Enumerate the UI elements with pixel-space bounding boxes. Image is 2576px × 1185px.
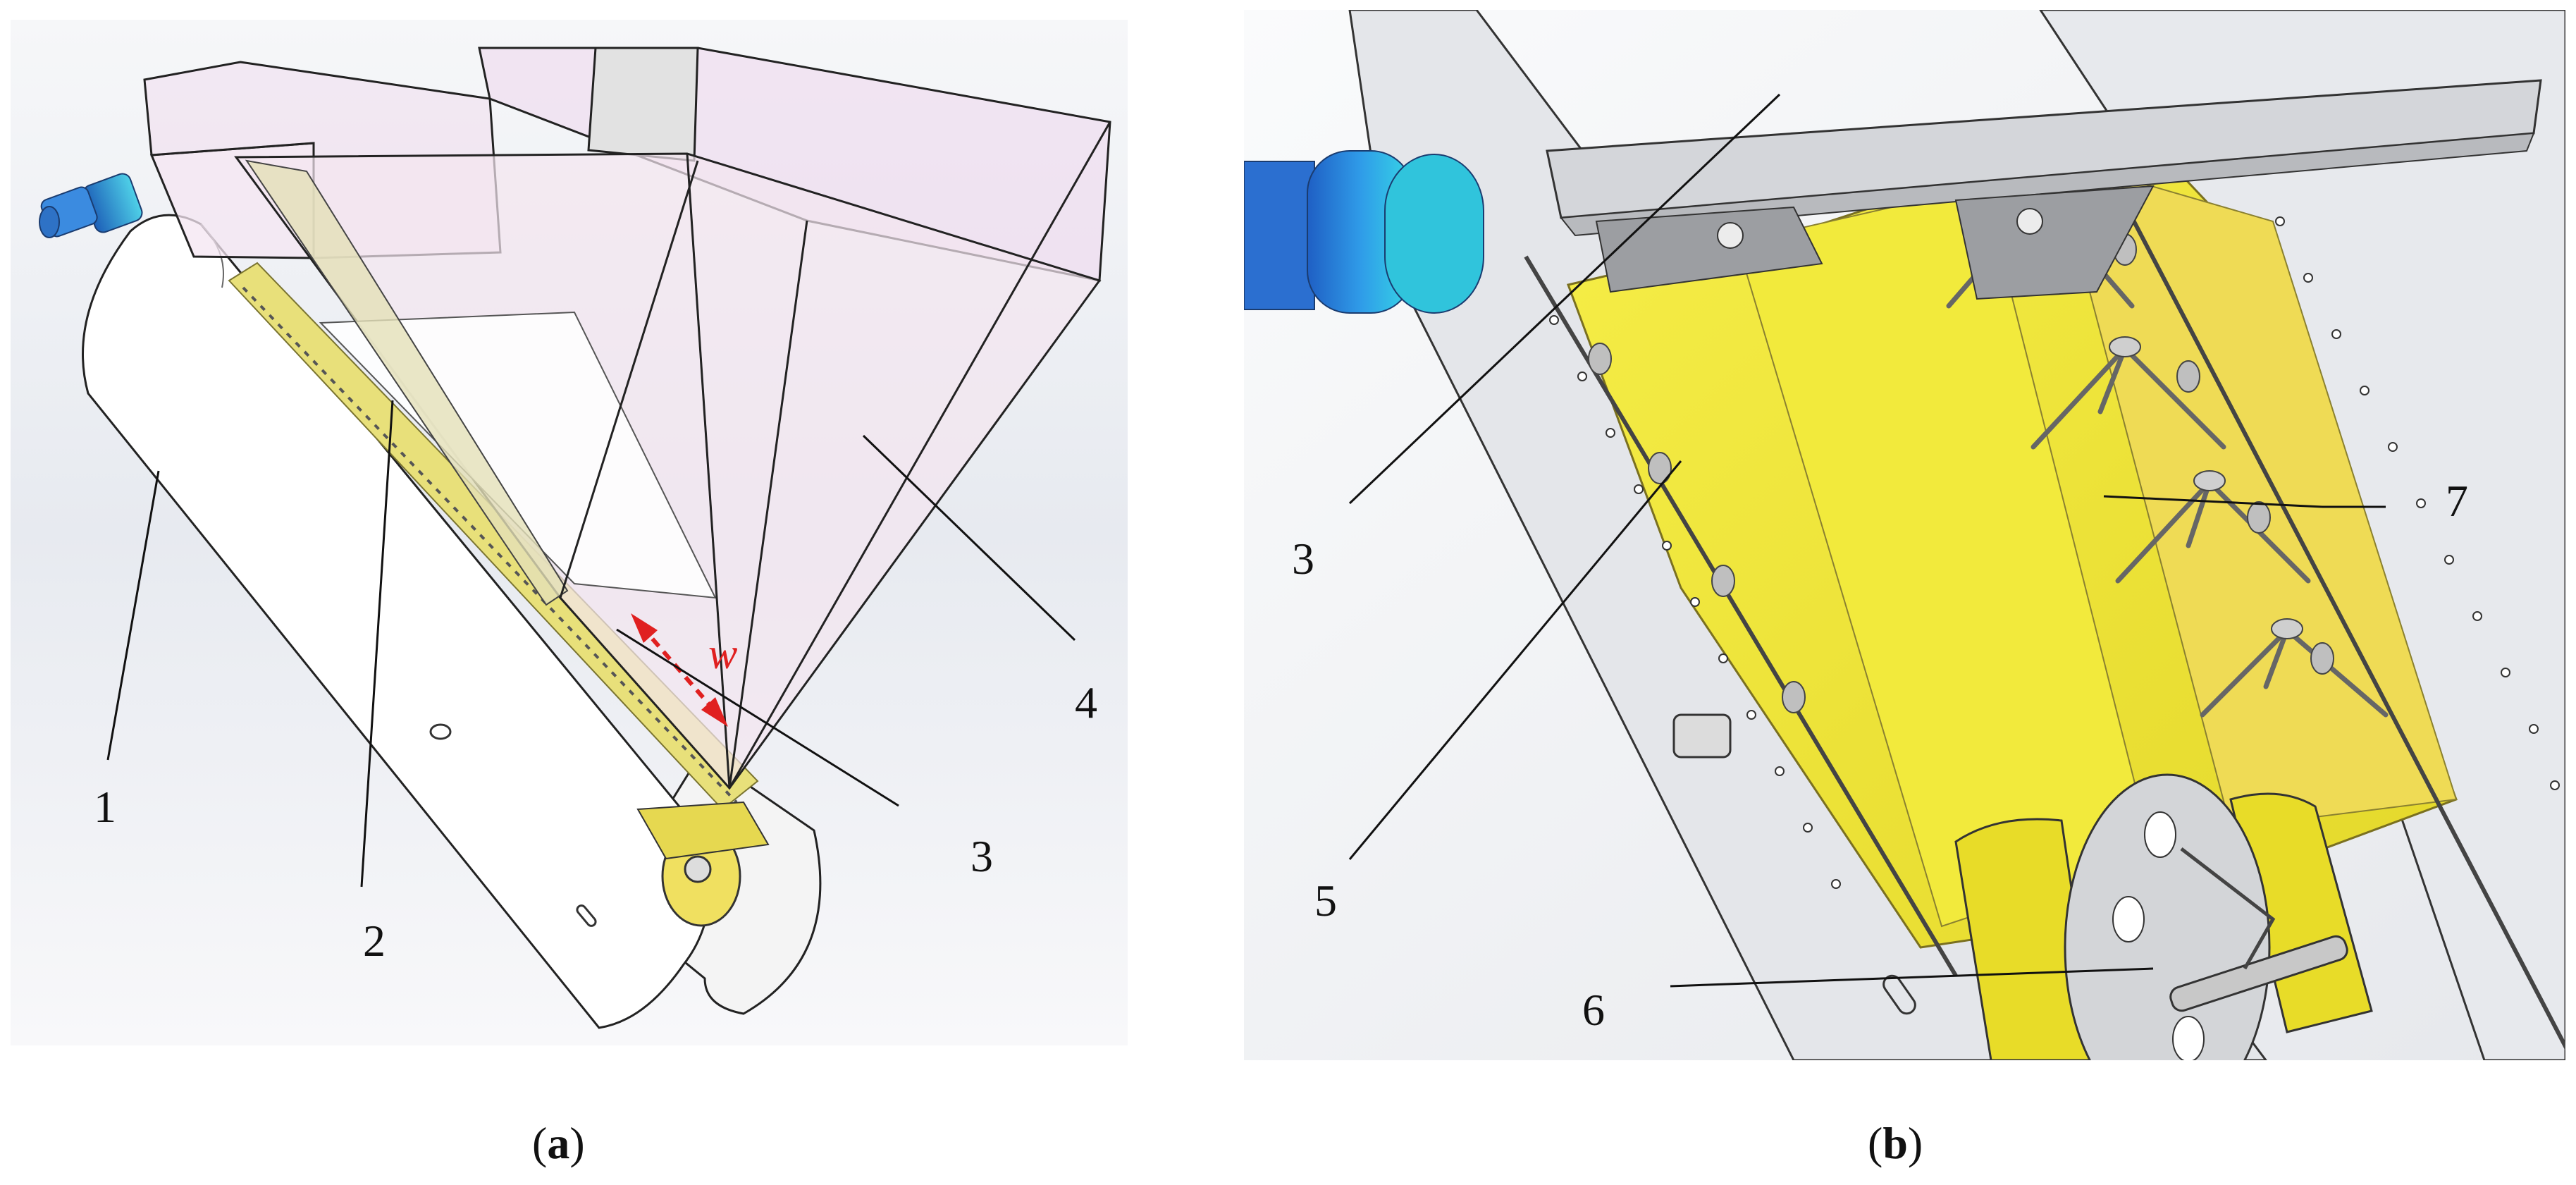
- right-idler: [2229, 792, 2373, 1033]
- drum-slot: [576, 904, 597, 927]
- leader-4: [862, 434, 1076, 641]
- width-symbol: w: [708, 630, 737, 678]
- gear-housing: [636, 801, 770, 860]
- left-clamp: [1595, 206, 1823, 293]
- label-3: 3: [1292, 534, 1314, 584]
- left-idler: [1954, 818, 2098, 1060]
- drive-shaft: [2169, 935, 2348, 1012]
- label-2: 2: [363, 916, 386, 966]
- leader-6: [1670, 967, 2154, 988]
- leader-3: [1348, 93, 1781, 505]
- panel-a-figure: w 1 2 3 4: [11, 20, 1128, 1045]
- caption-a: (a): [532, 1117, 585, 1169]
- right-rail: [2088, 135, 2565, 1051]
- drum-hole: [429, 723, 452, 740]
- belt-right-strip: [2053, 156, 2458, 829]
- drive-chain: [2180, 847, 2276, 970]
- caption-b-open: (: [1868, 1118, 1883, 1168]
- caption-a-open: (: [532, 1118, 548, 1168]
- label-4: 4: [1075, 677, 1097, 727]
- label-1: 1: [94, 782, 116, 832]
- panel-b-drawing: 3 5 6 7: [1244, 10, 2565, 1060]
- belt-fasteners: [242, 286, 738, 804]
- caption-b-close: ): [1907, 1118, 1923, 1168]
- caption-b: (b): [1868, 1117, 1923, 1169]
- label-3: 3: [970, 831, 993, 881]
- sprocket-holes: [2112, 811, 2205, 1060]
- caption-b-letter: b: [1882, 1118, 1908, 1168]
- leader-5: [1348, 460, 1682, 860]
- side-hooks: [1588, 233, 2334, 713]
- panel-b-figure: 3 5 6 7: [1244, 10, 2565, 1060]
- hopper: [143, 47, 1111, 790]
- label-5: 5: [1314, 876, 1337, 926]
- left-rail: [1524, 255, 1958, 977]
- leader-1: [106, 470, 160, 761]
- motor: [1244, 150, 1484, 314]
- plate-boss: [1672, 713, 1732, 759]
- label-7: 7: [2446, 476, 2468, 526]
- frame-bolt-holes: [1549, 216, 2560, 889]
- right-clamp: [1954, 185, 2155, 300]
- caption-a-letter: a: [547, 1118, 570, 1168]
- leader-3: [616, 628, 899, 807]
- sprocket-hub: [684, 855, 712, 883]
- clamp-bolts: [1717, 208, 2043, 249]
- caption-a-close: ): [569, 1118, 585, 1168]
- leader-2: [360, 400, 394, 888]
- motor: [39, 173, 143, 238]
- label-6: 6: [1582, 985, 1605, 1035]
- panel-a-drawing: w 1 2 3 4: [11, 20, 1128, 1045]
- leader-7: [2103, 495, 2323, 508]
- width-dimension: w: [631, 613, 737, 727]
- top-bracket-lip: [1560, 132, 2535, 237]
